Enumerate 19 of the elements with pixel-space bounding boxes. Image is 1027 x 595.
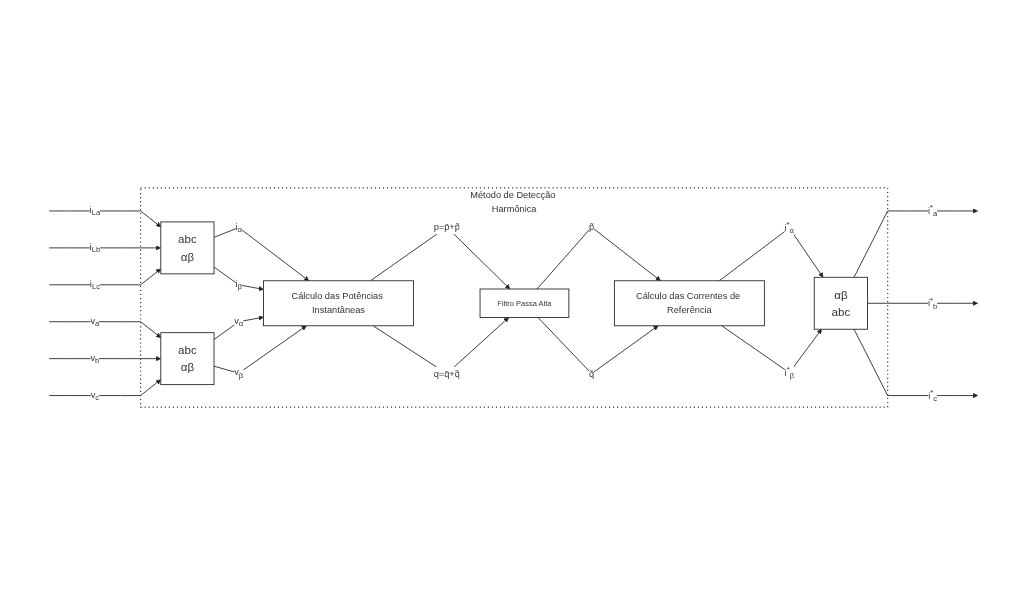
node-box: Cálculo das Potências Instantâneas bbox=[263, 280, 414, 327]
edge-label: p̃ bbox=[589, 221, 595, 232]
edge-label: p=p̄+p̃ bbox=[433, 221, 460, 232]
edge-label: i$_{β}$ bbox=[235, 278, 242, 291]
edge-label: i$_{Lb}$ bbox=[89, 241, 101, 254]
node-box: abc αβ bbox=[160, 332, 215, 386]
edge-label: v$_{β}$ bbox=[234, 367, 244, 380]
edge-label: q=q̄+q̃ bbox=[433, 368, 460, 379]
edge-label: q̃ bbox=[589, 368, 595, 379]
edge-label: v$_{c}$ bbox=[90, 389, 100, 402]
edge-label: v$_{b}$ bbox=[90, 352, 100, 365]
edge-label: v$_{a}$ bbox=[90, 315, 100, 328]
edge-label: i$_{La}$ bbox=[89, 204, 101, 218]
node-box: abc αβ bbox=[160, 221, 215, 275]
edge-label: i$_{Lc}$ bbox=[89, 278, 101, 291]
edge-label: i$_{α}$ bbox=[235, 221, 242, 234]
node-box: αβ abc bbox=[813, 276, 868, 330]
edge-label: v$_{α}$ bbox=[234, 315, 244, 328]
node-box: Cálculo das Correntes de Referência bbox=[613, 280, 765, 327]
